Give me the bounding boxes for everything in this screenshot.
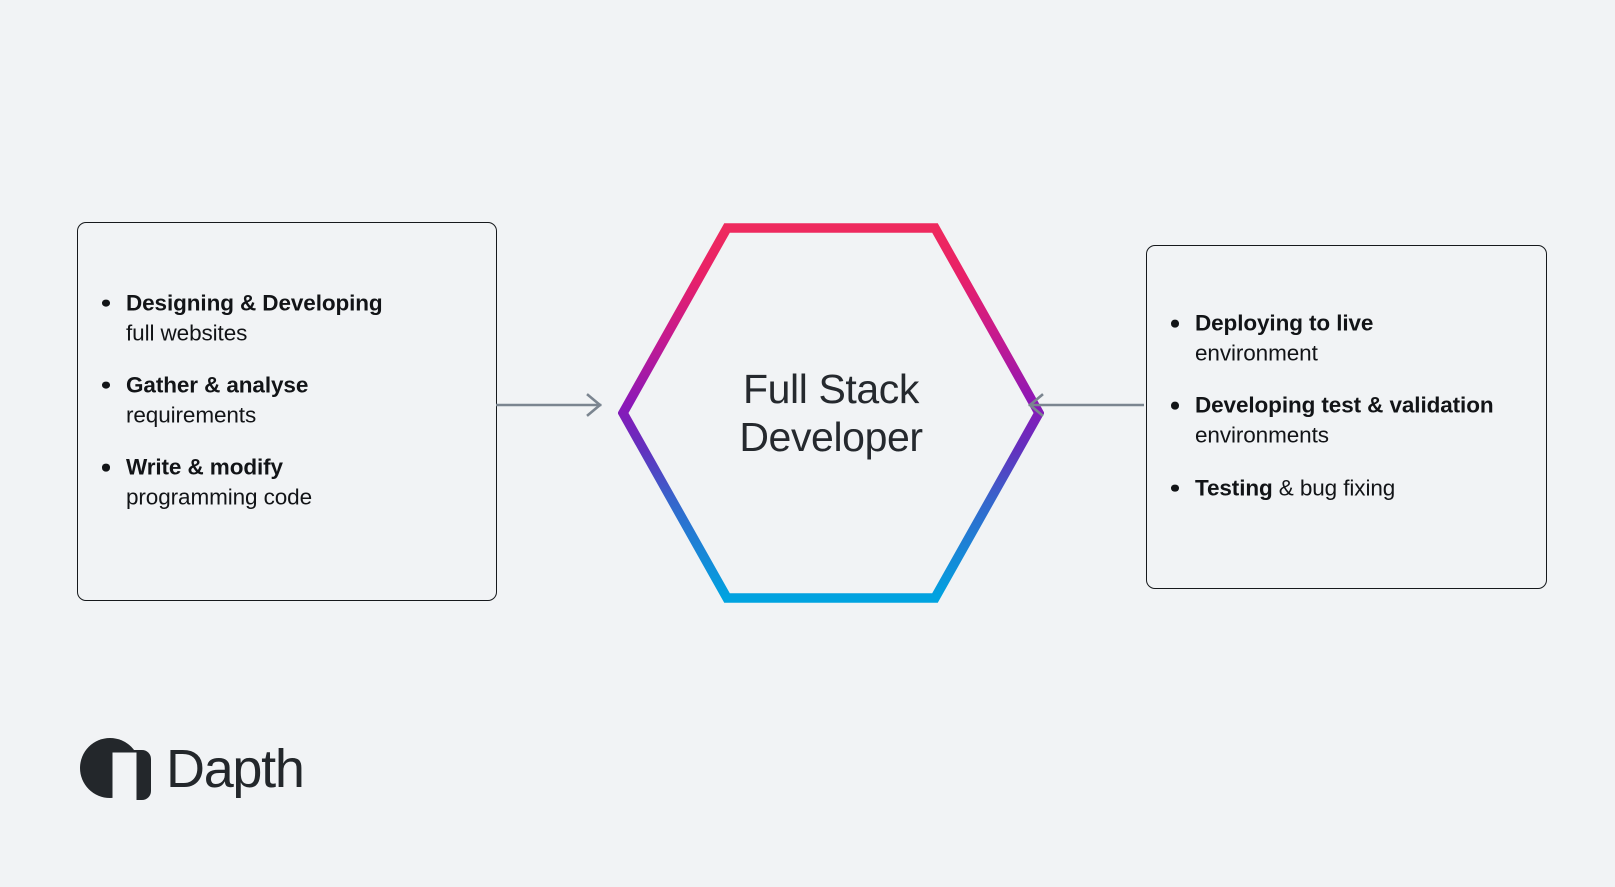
list-item-strong: Deploying to live [1195, 310, 1374, 336]
dapth-logo: Dapth [80, 733, 305, 803]
responsibilities-left-panel: Designing & Developing full websites Gat… [77, 222, 497, 601]
list-item-plain: programming code [126, 484, 312, 510]
arrow-left-to-center-icon [496, 393, 603, 417]
list-item-plain: full websites [126, 320, 248, 346]
list-item-strong: Write & modify [126, 454, 283, 480]
dapth-logomark-icon [80, 738, 151, 800]
list-item-strong: Gather & analyse [126, 372, 309, 398]
list-item-plain: requirements [126, 402, 257, 428]
center-hexagon: Full Stack Developer [618, 222, 1044, 604]
responsibilities-right-list: Deploying to live environment Developing… [1147, 309, 1546, 526]
list-item: Write & modify programming code [102, 453, 474, 513]
responsibilities-left-list: Designing & Developing full websites Gat… [78, 288, 496, 535]
list-item: Testing & bug fixing [1171, 473, 1524, 503]
list-item-plain: environments [1195, 423, 1329, 449]
responsibilities-right-panel: Deploying to live environment Developing… [1146, 245, 1547, 589]
list-item-strong: Testing [1195, 475, 1273, 501]
list-item-plain: & bug fixing [1278, 475, 1396, 501]
arrow-right-to-center-icon [1027, 393, 1144, 417]
list-item: Gather & analyse requirements [102, 370, 474, 430]
hexagon-shape-icon [618, 223, 1044, 603]
dapth-logo-text: Dapth [166, 739, 305, 799]
list-item: Designing & Developing full websites [102, 288, 474, 348]
list-item-strong: Developing test & validation [1195, 392, 1494, 418]
list-item-plain: environment [1195, 340, 1318, 366]
list-item-strong: Designing & Developing [126, 290, 383, 316]
list-item: Deploying to live environment [1171, 309, 1524, 369]
list-item: Developing test & validation environment… [1171, 391, 1524, 451]
